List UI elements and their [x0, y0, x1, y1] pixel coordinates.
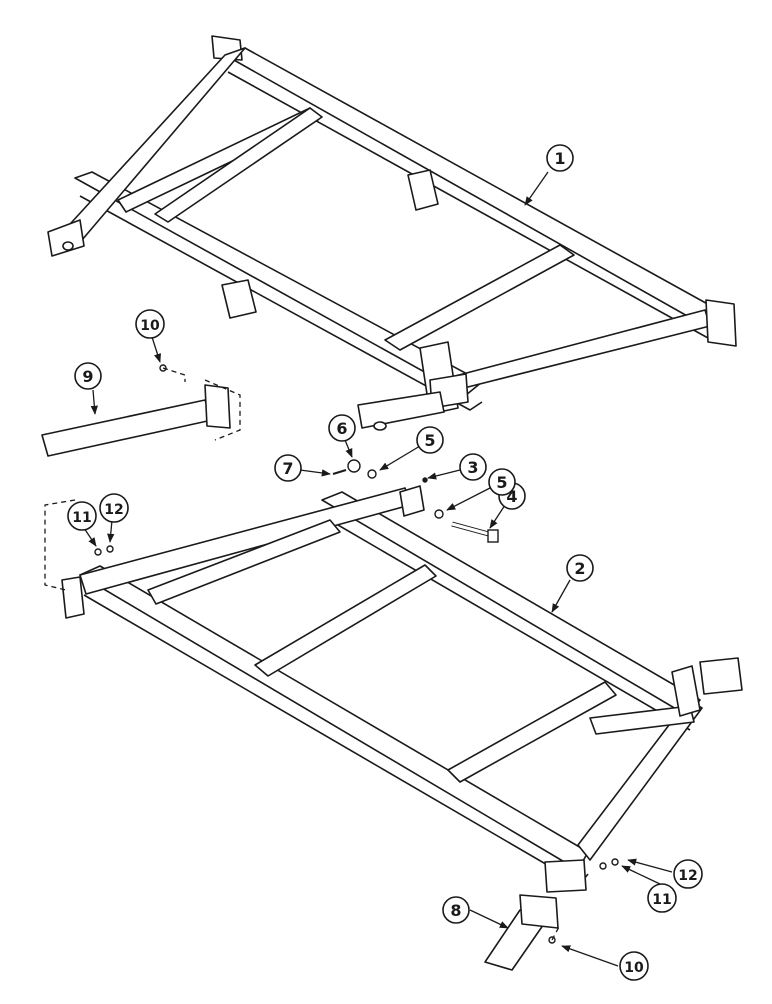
extension-tube-8: [484, 894, 559, 971]
callout-9: 9: [74, 362, 102, 390]
callout-7: 7: [274, 454, 302, 482]
callout-12-right: 12: [673, 859, 703, 889]
callout-label: 12: [678, 868, 697, 884]
callout-3: 3: [459, 453, 487, 481]
upper-frame: [47, 35, 737, 431]
callout-label: 11: [72, 510, 91, 526]
callout-label: 5: [496, 473, 507, 492]
leader-lines: [83, 171, 673, 967]
extension-tube-9: [41, 384, 231, 457]
callout-label: 3: [467, 458, 478, 477]
callout-11-left: 11: [67, 501, 97, 531]
callout-12-left: 12: [99, 493, 129, 523]
callout-label: 10: [624, 960, 644, 976]
callout-label: 4: [506, 487, 517, 506]
callout-label: 12: [104, 502, 123, 518]
callout-5-upper: 5: [416, 426, 444, 454]
callout-5-lower: 5: [488, 468, 516, 496]
callout-label: 5: [424, 431, 435, 450]
callout-6: 6: [328, 414, 356, 442]
callout-10-lower: 10: [619, 951, 649, 981]
callouts: 1 2 3 4 5 5 6 7 8 9 10 10 11 11 12 12: [67, 144, 703, 981]
callout-1: 1: [546, 144, 574, 172]
callout-label: 6: [336, 419, 347, 438]
callout-label: 11: [652, 892, 671, 908]
callout-label: 9: [82, 367, 93, 386]
callout-label: 1: [554, 149, 565, 168]
callout-10-upper: 10: [135, 309, 165, 339]
callout-label: 7: [282, 459, 293, 478]
callout-label: 8: [450, 901, 461, 920]
callout-8: 8: [442, 896, 470, 924]
callout-label: 2: [574, 559, 585, 578]
attachment-lines: [44, 367, 561, 941]
callout-11-right: 11: [647, 883, 677, 913]
lower-frame: [61, 485, 743, 893]
hardware: [94, 364, 619, 944]
callout-label: 10: [140, 318, 160, 334]
callout-2: 2: [566, 554, 594, 582]
